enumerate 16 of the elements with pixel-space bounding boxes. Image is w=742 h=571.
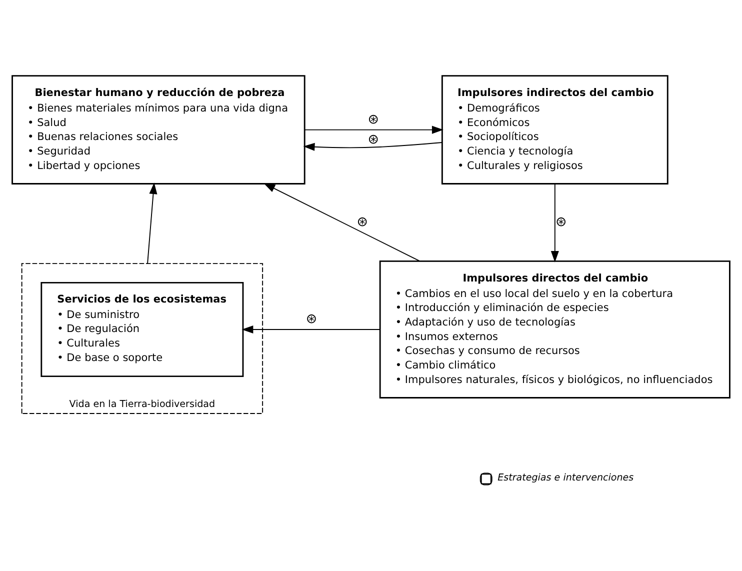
arrow <box>304 125 444 134</box>
edge-label: ⊛ <box>368 132 379 147</box>
node-box: Bienestar humano y reducción de pobreza • Bienes materiales mínimos para una vida digna • Salud • Buenas relaciones sociales • Seguridad • Libertad y opciones <box>12 74 306 184</box>
arrow <box>147 182 158 264</box>
legend-label: Estrategias e intervenciones <box>498 472 634 483</box>
edge-label: ⊛ <box>356 214 368 230</box>
arrow <box>242 324 380 333</box>
edge-label: ⊛ <box>306 311 318 326</box>
node-box: Servicios de los ecosistemas • De suministro • De regulación • Culturales • De base o soporte <box>40 281 244 376</box>
edge-label: ⊛ <box>368 112 379 127</box>
edge-label: ⊛ <box>556 214 567 230</box>
node-box: Impulsores directos del cambio • Cambios en el uso local del suelo y en la cobertura • Introducción y eliminación de especies • Adaptación y uso de tecnologías • Insumos externos • Cosechas y consumo de recursos • Cambio climático • Impulsores naturales, físicos y biológicos, no influenciados <box>379 260 730 398</box>
node-box: Impulsores indirectos del cambio • Demográficos • Económicos • Sociopolíticos • Ciencia y tecnología • Culturales y religiosos <box>441 74 668 184</box>
arrow <box>550 183 559 262</box>
arrow <box>264 182 420 262</box>
arrow <box>303 142 442 150</box>
